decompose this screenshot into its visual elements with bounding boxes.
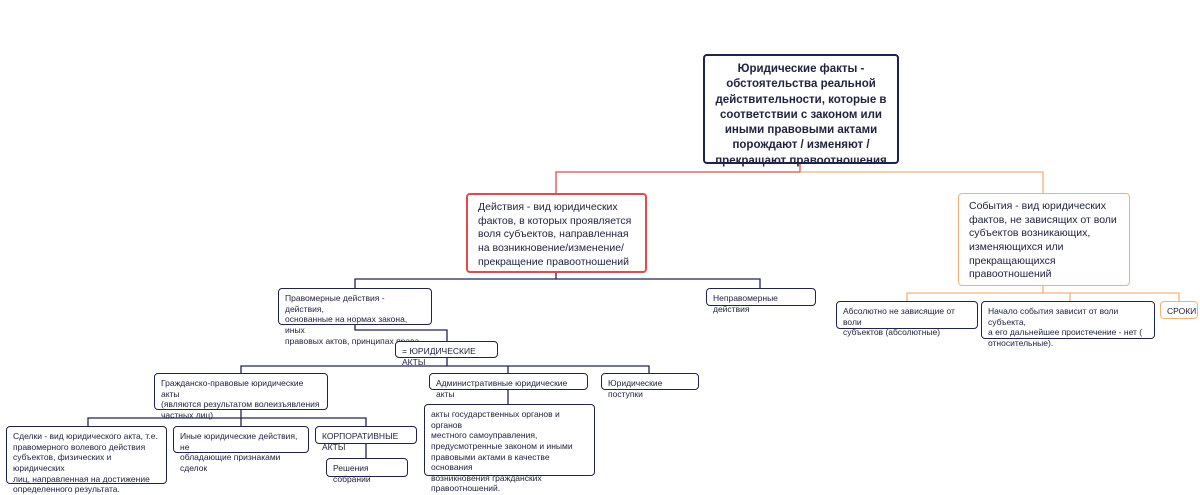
node-admin-acts-description[interactable]: акты государственных органов и органов м… <box>424 404 595 493</box>
edge-events-children <box>906 286 1180 301</box>
edge-root-actions <box>555 164 801 193</box>
root-node-legal-facts[interactable]: Юридические факты - обстоятельства реаль… <box>703 54 899 167</box>
edge-actions-lawful <box>354 273 557 288</box>
node-deals[interactable]: Сделки - вид юридического акта, т.е. пра… <box>6 426 167 494</box>
edge-civil-children <box>87 410 367 426</box>
node-legal-deeds[interactable]: Юридические поступки <box>601 373 699 399</box>
node-events[interactable]: События - вид юридических фактов, не зав… <box>958 193 1130 286</box>
node-lawful-actions[interactable]: Правомерные действия - действия, основан… <box>278 288 432 346</box>
node-other-actions[interactable]: Иные юридические действия, не обладающие… <box>173 426 309 473</box>
edge-legal-acts-children <box>240 358 650 373</box>
node-legal-acts[interactable]: = ЮРИДИЧЕСКИЕ АКТЫ <box>395 341 498 367</box>
edge-root-events <box>800 171 1044 193</box>
node-terms[interactable]: СРОКИ <box>1160 301 1198 319</box>
node-unlawful-actions[interactable]: Неправомерные действия <box>706 288 816 314</box>
node-actions[interactable]: Действия - вид юридических фактов, в кот… <box>466 193 647 273</box>
edge-lawful-legal-acts <box>354 325 448 341</box>
node-corporate-acts[interactable]: КОРПОРАТИВНЫЕ АКТЫ <box>315 426 417 452</box>
edge-actions-unlawful <box>556 278 761 288</box>
node-civil-acts[interactable]: Гражданско-правовые юридические акты (яв… <box>154 373 328 420</box>
node-absolute-events[interactable]: Абсолютно не зависящие от воли субъектов… <box>836 301 978 337</box>
node-meeting-decisions[interactable]: Решения собраний <box>326 458 408 484</box>
node-admin-acts[interactable]: Административные юридические акты <box>429 373 588 399</box>
node-relative-events[interactable]: Начало события зависит от воли субъекта,… <box>981 301 1155 348</box>
